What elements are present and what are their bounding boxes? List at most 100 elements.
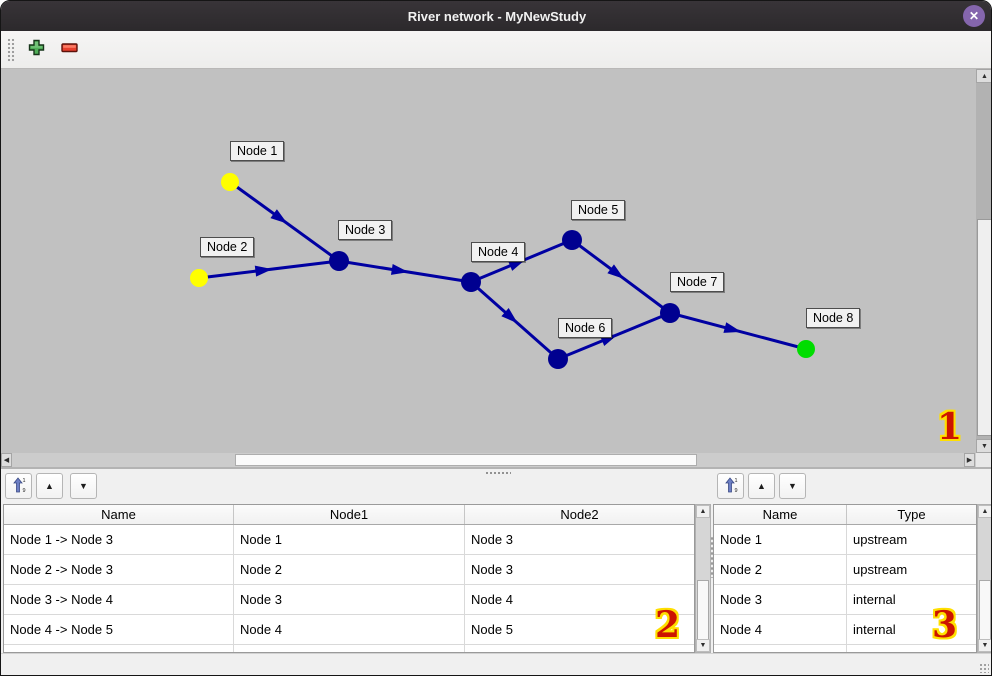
vertical-splitter[interactable] xyxy=(710,536,714,578)
sort-ascending-icon: 1 9 xyxy=(724,477,738,495)
graph-node[interactable] xyxy=(660,303,680,323)
links-move-up-button[interactable]: ▲ xyxy=(36,473,63,499)
up-triangle-icon: ▲ xyxy=(45,481,54,491)
table-cell[interactable]: Node 3 -> Node 4 xyxy=(4,585,234,614)
graph-node-label: Node 7 xyxy=(670,272,725,292)
splitter-grip-icon xyxy=(485,471,511,474)
table-cell[interactable]: Node 3 xyxy=(234,585,465,614)
titlebar[interactable]: River network - MyNewStudy ✕ xyxy=(1,1,991,31)
close-icon[interactable]: ✕ xyxy=(963,5,985,27)
nodes-move-up-button[interactable]: ▲ xyxy=(748,473,775,499)
graph-node[interactable] xyxy=(190,269,208,287)
canvas-horizontal-scrollbar[interactable]: ◀ ▶ xyxy=(1,453,976,467)
table-cell[interactable]: Node 1 xyxy=(714,525,847,554)
table-row[interactable]: Node 1 upstream xyxy=(714,525,976,555)
table-cell[interactable]: Node 1 xyxy=(234,525,465,554)
table-row[interactable]: Node 4 internal xyxy=(714,615,976,645)
scroll-down-icon[interactable]: ▼ xyxy=(696,639,710,652)
sort-ascending-icon: 1 9 xyxy=(12,477,26,495)
scroll-down-icon[interactable]: ▼ xyxy=(978,639,991,652)
table-row[interactable]: Node 2 upstream xyxy=(714,555,976,585)
table-cell[interactable]: Node 2 xyxy=(234,555,465,584)
scroll-left-icon[interactable]: ◀ xyxy=(1,453,12,467)
column-header[interactable]: Node2 xyxy=(560,507,599,522)
links-scrollbar-thumb[interactable] xyxy=(697,580,709,642)
up-triangle-icon: ▲ xyxy=(757,481,766,491)
table-cell[interactable]: upstream xyxy=(853,562,908,577)
table-cell[interactable]: Node 4 xyxy=(714,615,847,644)
table-cell[interactable]: Node 2 -> Node 3 xyxy=(4,555,234,584)
links-move-down-button[interactable]: ▼ xyxy=(70,473,97,499)
remove-button[interactable] xyxy=(57,37,83,63)
add-button[interactable] xyxy=(23,37,49,63)
table-row[interactable]: Node 3 internal xyxy=(714,585,976,615)
graph-node-label: Node 2 xyxy=(200,237,255,257)
graph-edge-arrow-icon xyxy=(501,307,518,324)
down-triangle-icon: ▼ xyxy=(788,481,797,491)
scroll-up-icon[interactable]: ▲ xyxy=(978,505,991,518)
scroll-up-icon[interactable]: ▲ xyxy=(696,505,710,518)
graph-edge-arrow-icon xyxy=(270,209,288,224)
graph-node[interactable] xyxy=(548,349,568,369)
vertical-scrollbar-thumb[interactable] xyxy=(977,219,991,436)
table-cell[interactable]: Node 5 xyxy=(471,622,513,637)
table-cell[interactable]: Node 2 xyxy=(714,555,847,584)
down-triangle-icon: ▼ xyxy=(79,481,88,491)
links-sort-button[interactable]: 1 9 xyxy=(5,473,32,499)
table-cell xyxy=(714,645,847,652)
table-cell[interactable]: Node 1 -> Node 3 xyxy=(4,525,234,554)
graph-node[interactable] xyxy=(221,173,239,191)
svg-text:9: 9 xyxy=(22,488,25,493)
scroll-right-icon[interactable]: ▶ xyxy=(964,453,975,467)
annotation-mark-1: 1 xyxy=(937,406,963,448)
graph-node-label: Node 1 xyxy=(230,141,285,161)
nodes-move-down-button[interactable]: ▼ xyxy=(779,473,806,499)
graph-edge-arrow-icon xyxy=(390,263,409,275)
table-cell[interactable]: Node 3 xyxy=(471,532,513,547)
scroll-down-icon[interactable]: ▼ xyxy=(976,439,991,453)
column-header[interactable]: Type xyxy=(897,507,926,522)
links-table-scrollbar[interactable]: ▲ ▼ xyxy=(695,504,711,653)
graph-node-label: Node 5 xyxy=(571,200,626,220)
nodes-table-scrollbar[interactable]: ▲ ▼ xyxy=(977,504,991,653)
column-header[interactable]: Name xyxy=(714,505,847,524)
scroll-up-icon[interactable]: ▲ xyxy=(976,69,991,83)
annotation-mark-2: 2 xyxy=(655,604,681,646)
table-cell xyxy=(465,645,694,652)
table-cell[interactable]: internal xyxy=(853,622,896,637)
nodes-sort-button[interactable]: 1 9 xyxy=(717,473,744,499)
canvas-vertical-scrollbar[interactable]: ▲ ▼ xyxy=(976,69,991,453)
svg-text:1: 1 xyxy=(22,478,25,484)
nodes-scrollbar-thumb[interactable] xyxy=(979,580,991,642)
graph-node[interactable] xyxy=(797,340,815,358)
graph-edge-arrow-icon xyxy=(254,265,273,277)
table-cell[interactable]: Node 4 xyxy=(471,592,513,607)
horizontal-splitter[interactable] xyxy=(1,467,991,474)
graph-node[interactable] xyxy=(461,272,481,292)
toolbar-drag-handle[interactable] xyxy=(7,37,15,62)
graph-node[interactable] xyxy=(562,230,582,250)
table-cell[interactable]: upstream xyxy=(853,532,908,547)
nodes-table-header: Name Type xyxy=(714,505,976,525)
table-cell[interactable]: Node 4 xyxy=(234,615,465,644)
table-cell[interactable]: internal xyxy=(853,592,896,607)
horizontal-scrollbar-thumb[interactable] xyxy=(235,454,697,466)
resize-grip-icon[interactable] xyxy=(979,663,989,673)
column-header[interactable]: Name xyxy=(4,505,234,524)
column-header[interactable]: Node1 xyxy=(234,505,465,524)
table-cell xyxy=(847,645,976,652)
table-cell[interactable]: Node 3 xyxy=(714,585,847,614)
status-bar xyxy=(1,653,991,675)
table-cell[interactable]: Node 4 -> Node 5 xyxy=(4,615,234,644)
table-cell[interactable]: Node 3 xyxy=(471,562,513,577)
graph-node[interactable] xyxy=(329,251,349,271)
